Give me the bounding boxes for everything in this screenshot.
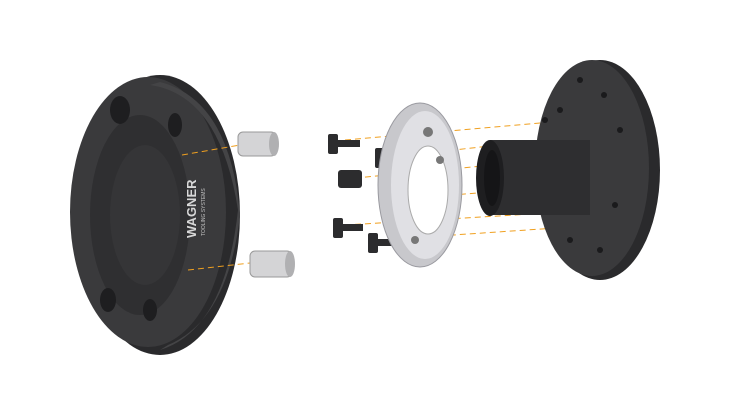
locating-pin: [237, 131, 279, 157]
brand-logo: WAGNER TOOLING SYSTEMS: [184, 179, 207, 238]
screw: [333, 218, 363, 238]
screw: [338, 170, 362, 188]
screw: [368, 233, 400, 253]
logo-tagline: TOOLING SYSTEMS: [201, 188, 207, 236]
shaft-flange: [476, 60, 660, 280]
spacer-ring: [377, 102, 463, 268]
logo-brand: WAGNER: [184, 179, 199, 238]
screw: [328, 134, 360, 154]
locating-pin: [249, 250, 295, 278]
large-flange: WAGNER TOOLING SYSTEMS: [70, 75, 240, 355]
